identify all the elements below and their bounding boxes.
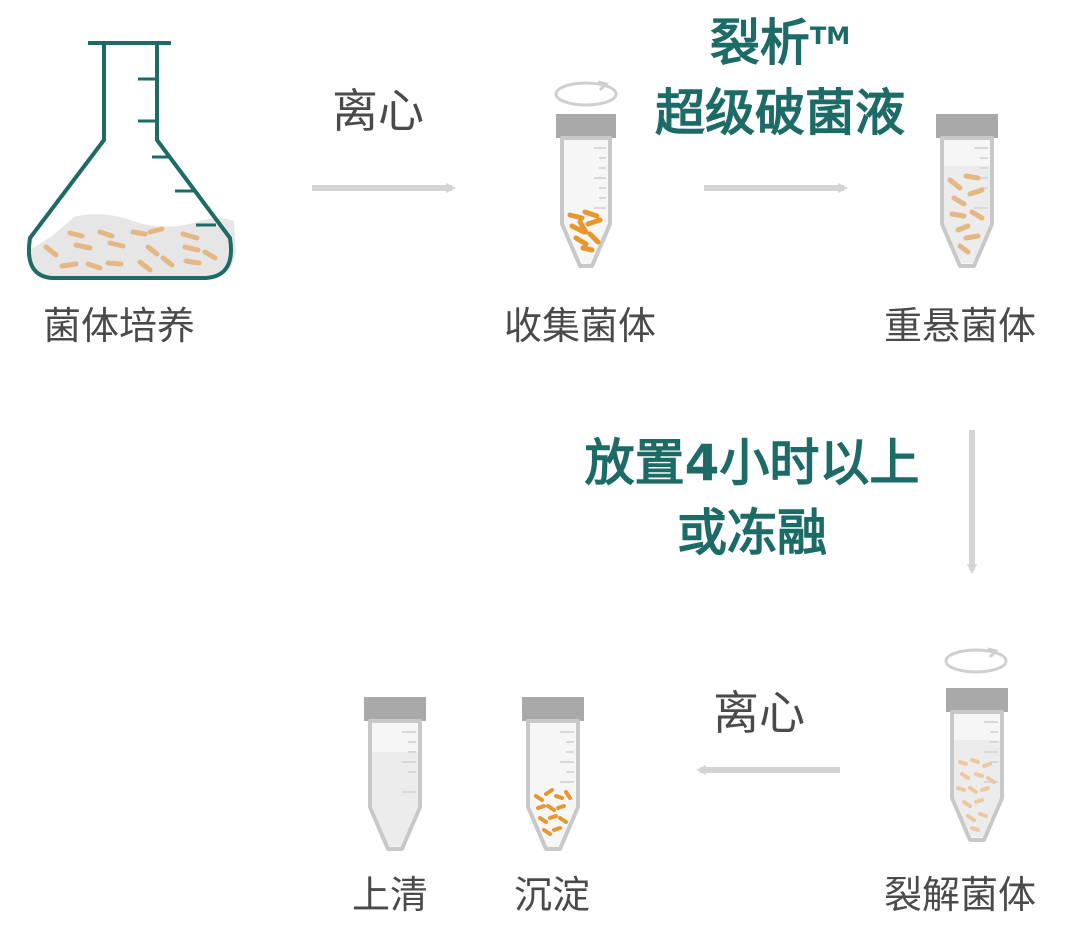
rotation-icon — [944, 648, 1008, 674]
cell-pellet — [534, 788, 572, 836]
bacteria-cells — [43, 226, 218, 273]
tube-resuspend-icon — [936, 114, 998, 268]
incubate-line2: 或冻融 — [677, 504, 827, 562]
step-centrifuge-2: 离心 — [713, 686, 805, 740]
step-centrifuge-1: 离心 — [332, 84, 424, 138]
label-supernatant: 上清 — [352, 873, 429, 917]
incubate-line1: 放置4小时以上 — [584, 434, 920, 492]
label-culture: 菌体培养 — [43, 304, 196, 348]
reagent-name-line1: 裂析TM — [650, 18, 910, 68]
arrows — [312, 183, 977, 775]
tube-lyse-icon — [944, 647, 1008, 842]
label-resuspend: 重悬菌体 — [884, 304, 1037, 348]
reagent-name: 裂析 — [709, 14, 810, 72]
rotation-icon — [554, 81, 618, 107]
suspended-cells — [947, 173, 985, 255]
cell-pellet — [567, 209, 603, 253]
tube-collect-icon — [554, 80, 618, 268]
trademark: TM — [809, 22, 851, 50]
label-lyse: 裂解菌体 — [884, 873, 1037, 917]
label-pellet: 沉淀 — [514, 873, 591, 917]
lysed-cells — [956, 758, 996, 832]
flask-icon — [27, 41, 236, 280]
reagent-name-line2: 超级破菌液 — [655, 84, 905, 142]
tube-pellet-icon — [522, 697, 584, 851]
tube-supernatant-icon — [364, 697, 426, 851]
label-collect: 收集菌体 — [504, 304, 657, 348]
